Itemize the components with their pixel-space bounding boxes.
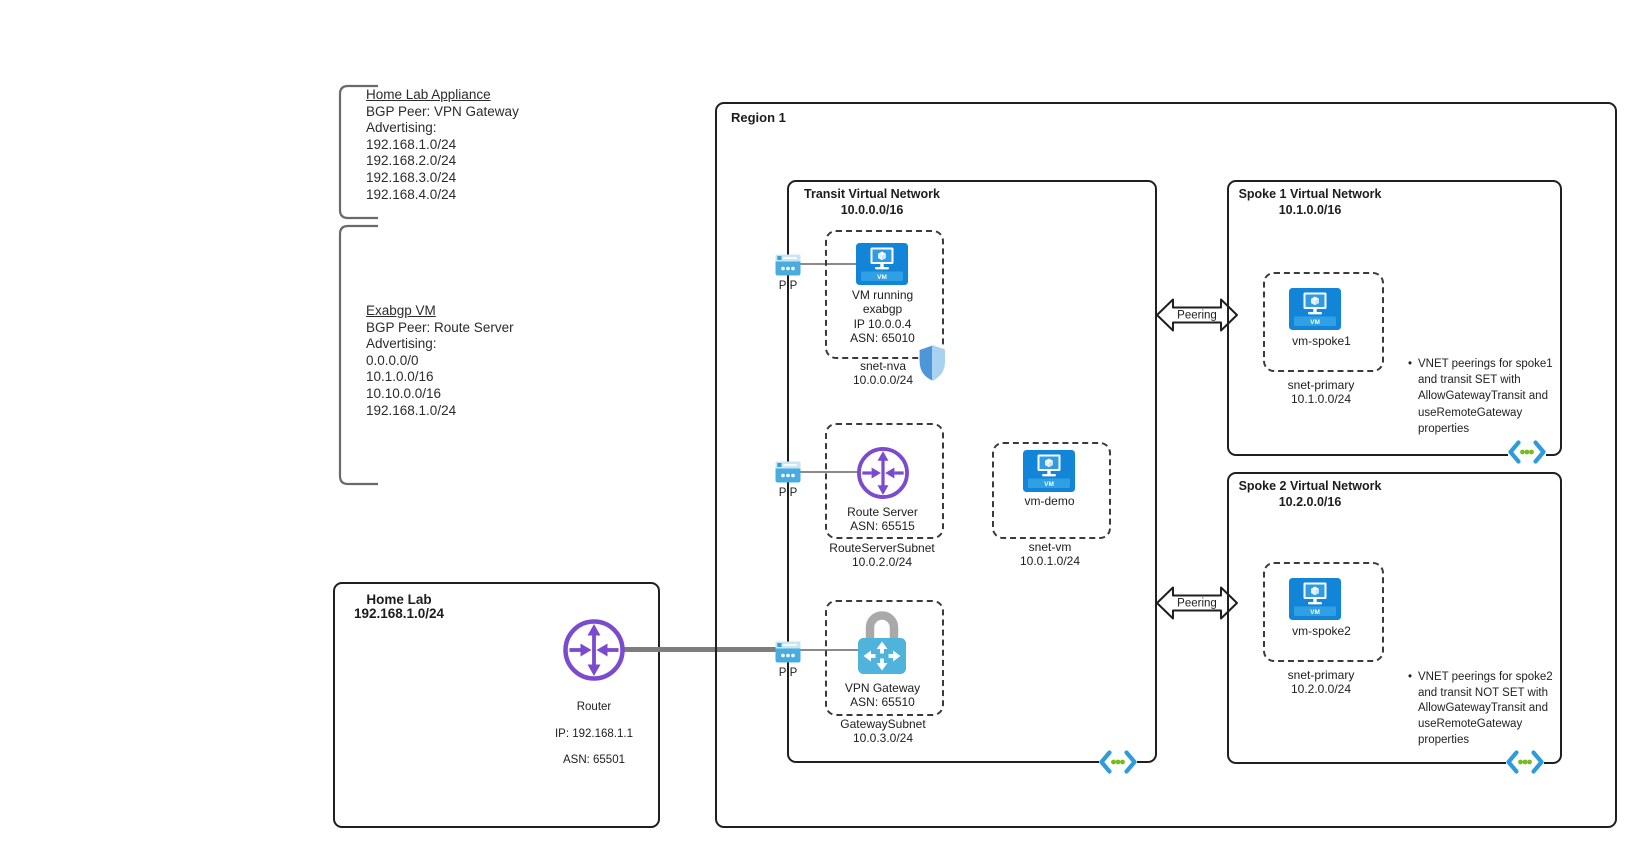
bullet-icon: • — [1408, 358, 1413, 370]
bullet-icon: • — [1408, 671, 1413, 683]
vpn-gateway-icon — [858, 611, 906, 674]
public-ip-icon — [775, 254, 801, 276]
transit-vnet-cidr: 10.0.0.0/16 — [840, 202, 904, 217]
pip-label: PIP — [778, 487, 798, 499]
bracket-icon — [338, 224, 378, 486]
subnet-name: snet-primary — [1287, 668, 1355, 682]
vm-icon: VM — [1289, 578, 1341, 620]
home-lab-title: Home Lab 192.168.1.0/24 — [338, 593, 460, 621]
subnet-name: GatewaySubnet — [840, 717, 926, 731]
subnet-cidr: 10.0.2.0/24 — [851, 555, 913, 569]
public-ip-icon — [775, 641, 801, 663]
pip-label: PIP — [778, 667, 798, 679]
snet-vm-label: snet-vm 10.0.1.0/24 — [990, 540, 1110, 568]
note-text: VNET peerings for spoke1 and transit SET… — [1418, 358, 1553, 435]
subnet-name: snet-primary — [1287, 378, 1355, 392]
pip-label: PIP — [778, 280, 798, 292]
vm-icon: VM — [1023, 450, 1075, 492]
subnet-name: snet-vm — [1028, 540, 1072, 554]
router-ip: IP: 192.168.1.1 — [554, 727, 633, 740]
transit-vnet-title: Transit Virtual Network 10.0.0.0/16 — [772, 187, 972, 218]
spoke1-vnet-box — [1227, 180, 1562, 456]
peering-label: Peering — [1177, 310, 1217, 322]
spoke1-subnet-label: snet-primary 10.1.0.0/24 — [1258, 378, 1384, 406]
home-lab-cidr: 192.168.1.0/24 — [353, 606, 445, 621]
vm-spoke1-caption: vm-spoke1 — [1292, 334, 1351, 348]
pip-connector — [800, 649, 858, 651]
spoke1-vnet-title: Spoke 1 Virtual Network 10.1.0.0/16 — [1235, 187, 1385, 218]
subnet-cidr: 10.0.3.0/24 — [852, 731, 914, 745]
peering-arrow: Peering — [1156, 298, 1238, 332]
pip-connector — [800, 263, 856, 265]
home-lab-name: Home Lab — [366, 592, 432, 607]
peering-arrow: Peering — [1156, 586, 1238, 620]
router-name: Router — [576, 701, 612, 714]
nva-vm-caption: VM running exabgp IP 10.0.0.4 ASN: 65010 — [850, 288, 915, 345]
route-server-subnet-box — [825, 423, 944, 539]
vm-badge: VM — [1310, 609, 1320, 616]
spoke2-vnet-box — [1227, 472, 1562, 764]
public-ip-icon — [775, 461, 801, 483]
subnet-name: RouteServerSubnet — [829, 541, 935, 555]
spoke2-vnet-cidr: 10.2.0.0/16 — [1278, 494, 1342, 509]
route-server-icon — [857, 447, 909, 499]
nsg-shield-icon — [918, 344, 946, 382]
home-lab-box — [333, 582, 660, 828]
subnet-cidr: 10.0.1.0/24 — [1019, 554, 1081, 568]
annotation-title: Exabgp VM — [366, 303, 436, 318]
subnet-name: snet-nva — [859, 359, 907, 373]
virtual-network-icon — [1506, 750, 1544, 774]
vm-icon: VM — [856, 243, 908, 285]
bracket-icon — [338, 84, 378, 220]
peering-label: Peering — [1177, 598, 1217, 610]
pip-connector — [800, 471, 858, 473]
spoke1-subnet-box — [1263, 272, 1384, 372]
region-box — [715, 102, 1617, 828]
vm-badge: VM — [1044, 481, 1054, 488]
router-icon — [563, 619, 625, 681]
subnet-cidr: 10.1.0.0/24 — [1290, 392, 1352, 406]
snet-nva-label: snet-nva 10.0.0.0/24 — [818, 359, 948, 387]
snet-nva-box — [825, 230, 944, 359]
route-server-caption: Route Server ASN: 65515 — [847, 505, 918, 534]
router-caption: Router IP: 192.168.1.1 ASN: 65501 — [534, 688, 654, 781]
gateway-subnet-label: GatewaySubnet 10.0.3.0/24 — [818, 717, 948, 745]
router-asn: ASN: 65501 — [562, 754, 625, 767]
vm-spoke2-caption: vm-spoke2 — [1292, 624, 1351, 638]
vm-icon: VM — [1289, 288, 1341, 330]
region-label: Region 1 — [731, 110, 786, 125]
spoke1-vnet-cidr: 10.1.0.0/16 — [1278, 202, 1342, 217]
annotation-body: BGP Peer: Route Server Advertising: 0.0.… — [366, 319, 514, 418]
virtual-network-icon — [1099, 750, 1137, 774]
annotation-home-lab-appliance: Home Lab Appliance BGP Peer: VPN Gateway… — [366, 87, 556, 203]
note-text: VNET peerings for spoke2 and transit NOT… — [1418, 671, 1553, 746]
spoke2-peering-note: • VNET peerings for spoke2 and transit N… — [1408, 670, 1578, 749]
spoke2-vnet-name: Spoke 2 Virtual Network — [1238, 479, 1382, 493]
annotation-body: BGP Peer: VPN Gateway Advertising: 192.1… — [366, 103, 519, 202]
virtual-network-icon — [1508, 440, 1546, 464]
vm-demo-caption: vm-demo — [1024, 494, 1075, 508]
subnet-cidr: 10.0.0.0/24 — [852, 373, 914, 387]
spoke2-subnet-label: snet-primary 10.2.0.0/24 — [1258, 668, 1384, 696]
router-to-pip-connector — [624, 647, 777, 652]
route-server-subnet-label: RouteServerSubnet 10.0.2.0/24 — [812, 541, 952, 569]
snet-vm-box — [992, 442, 1111, 539]
spoke2-vnet-title: Spoke 2 Virtual Network 10.2.0.0/16 — [1235, 479, 1385, 510]
vm-badge: VM — [877, 274, 887, 281]
spoke1-vnet-name: Spoke 1 Virtual Network — [1238, 187, 1382, 201]
vpn-gateway-caption: VPN Gateway ASN: 65510 — [844, 681, 921, 710]
transit-vnet-name: Transit Virtual Network — [804, 187, 940, 201]
subnet-cidr: 10.2.0.0/24 — [1290, 682, 1352, 696]
spoke2-subnet-box — [1263, 562, 1384, 662]
vm-badge: VM — [1310, 319, 1320, 326]
annotation-exabgp-vm: Exabgp VM BGP Peer: Route Server Adverti… — [366, 303, 556, 419]
annotation-title: Home Lab Appliance — [366, 87, 491, 102]
gateway-subnet-box — [825, 600, 944, 716]
spoke1-peering-note: • VNET peerings for spoke1 and transit S… — [1408, 356, 1578, 437]
